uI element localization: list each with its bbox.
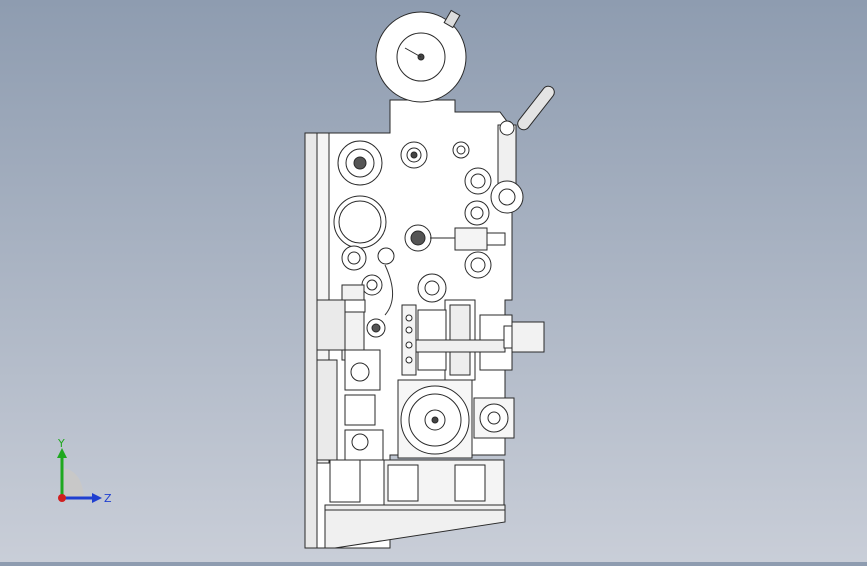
lever-pivot [499,120,515,136]
right-feed-assembly [414,299,545,381]
base-wedge [324,504,506,549]
triad-z-arrow [92,493,102,503]
air-cylinder [454,227,488,251]
triad-x-origin [58,494,66,502]
triad-z-label: Z [104,492,112,505]
triad-plane [62,468,84,498]
servo-motor [511,321,545,353]
left-frame-rail [304,132,318,549]
coordinate-triad: Y Z [44,437,124,510]
adjust-strip [401,304,417,376]
triad-y-arrow [57,448,67,458]
triad-y-label: Y [57,438,65,450]
lever-handle [517,85,555,131]
cable [384,264,394,316]
left-clamp-stack [334,284,384,461]
pulley-group-upper [333,140,492,338]
dial-knob [443,9,461,29]
